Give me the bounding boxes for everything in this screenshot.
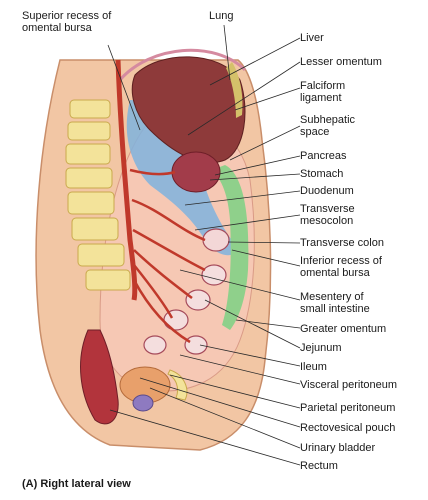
label-falciform-line1: Falciform <box>300 80 346 92</box>
lung <box>226 62 243 118</box>
diaphragm <box>118 48 247 81</box>
label-ileum: Ileum <box>300 361 327 373</box>
greater-omentum <box>212 165 249 330</box>
label-superior-recess: Superior recess of omental bursa <box>22 10 111 34</box>
label-rectovesical-pouch: Rectovesical pouch <box>300 422 396 434</box>
label-subhepatic-line2: space <box>300 126 330 138</box>
label-inferior-recess-line1: Inferior recess of <box>300 255 382 267</box>
label-superior-recess-line2: omental bursa <box>22 22 92 34</box>
label-jejunum: Jejunum <box>300 342 342 354</box>
label-mesentery-line1: Mesentery of <box>300 291 364 303</box>
mesenteric-vessels <box>129 168 206 344</box>
stomach <box>171 151 221 193</box>
rectum <box>80 329 119 425</box>
liver <box>131 56 246 164</box>
label-lesser-omentum: Lesser omentum <box>300 56 382 68</box>
label-superior-recess-line1: Superior recess of <box>22 10 112 22</box>
label-subhepatic-line1: Subhepatic <box>300 114 356 126</box>
figure-caption: (A) Right lateral view <box>22 478 131 490</box>
transverse-colon <box>202 228 230 252</box>
label-liver: Liver <box>300 32 324 44</box>
label-transverse-mesocolon-line2: mesocolon <box>300 215 354 227</box>
label-inferior-recess-line2: omental bursa <box>300 267 370 279</box>
label-visceral-peritoneum: Visceral peritoneum <box>300 379 398 391</box>
label-mesentery: Mesentery of small intestine <box>300 291 370 315</box>
label-falciform: Falciform ligament <box>300 80 345 104</box>
label-transverse-mesocolon: Transverse mesocolon <box>300 203 355 227</box>
label-greater-omentum: Greater omentum <box>300 323 387 335</box>
label-falciform-line2: ligament <box>300 92 342 104</box>
label-parietal-peritoneum: Parietal peritoneum <box>300 402 396 414</box>
label-urinary-bladder: Urinary bladder <box>300 442 376 454</box>
label-duodenum: Duodenum <box>300 185 354 197</box>
label-pancreas: Pancreas <box>300 150 347 162</box>
vertebral-column <box>65 99 131 291</box>
label-transverse-mesocolon-line1: Transverse <box>300 203 355 215</box>
label-rectum: Rectum <box>300 460 338 472</box>
label-stomach: Stomach <box>300 168 344 180</box>
leader-lines <box>107 24 301 466</box>
label-subhepatic: Subhepatic space <box>300 114 355 138</box>
label-transverse-colon: Transverse colon <box>300 237 384 249</box>
label-lung: Lung <box>209 10 234 22</box>
label-inferior-recess: Inferior recess of omental bursa <box>300 255 382 279</box>
prostate <box>132 394 154 412</box>
label-mesentery-line2: small intestine <box>300 303 370 315</box>
